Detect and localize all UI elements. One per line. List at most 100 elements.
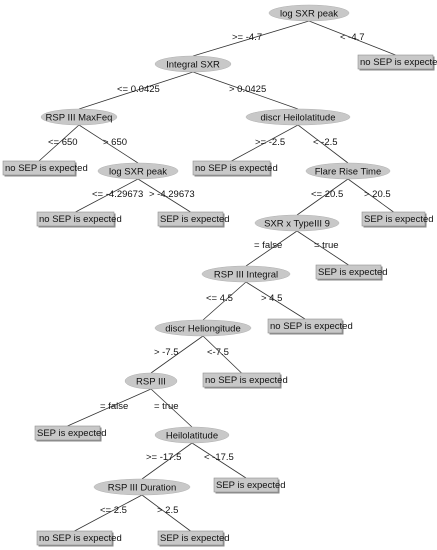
edge-label-n10-L10: = false [100, 401, 128, 412]
leaf-box [192, 160, 271, 176]
edge-label-n4-L3: >= -2.5 [255, 137, 285, 148]
leaf-label: SEP is expected [37, 428, 107, 439]
edge-label-n2-n3: <= 0.0425 [117, 84, 160, 95]
tree-edge-n7-L7 [296, 230, 349, 266]
tree-edge-n8-L8 [245, 281, 306, 320]
leaf-node-L6: SEP is expected [361, 211, 434, 228]
node-label: RSP III MaxFeq [46, 113, 113, 124]
decision-node-n2: Integral SXR [154, 55, 232, 73]
decision-node-n4: discr Heilolatitude [245, 108, 351, 126]
tree-edge-n2-n3 [78, 71, 194, 110]
tree-edge-n9-n10 [150, 335, 204, 374]
tree-edge-n2-n4 [192, 71, 299, 110]
edge-label-n3-n5: > 650 [103, 137, 127, 148]
tree-edge-n10-L10 [67, 388, 152, 427]
edge-label-n2-n4: > 0.0425 [229, 84, 266, 95]
tree-edge-n1-L1 [308, 20, 396, 56]
leaf-box [36, 211, 115, 227]
leaf-box [34, 425, 101, 441]
node-ellipse [124, 372, 178, 390]
edge-label-n9-L9: <-7.5 [207, 347, 229, 358]
node-label: RSP III Integral [214, 270, 278, 281]
tree-edge-n5-L4 [75, 178, 139, 213]
node-label: SXR x TypeIII 9 [264, 219, 330, 230]
node-ellipse [93, 478, 191, 496]
leaf-label: SEP is expected [160, 214, 230, 225]
tree-edge-n4-n6 [297, 124, 349, 164]
leaf-label: no SEP is expected [195, 163, 278, 174]
leaf-node-L13: SEP is expected [157, 530, 230, 547]
leaf-node-L10: SEP is expected [34, 425, 107, 442]
node-label: log SXR peak [280, 9, 338, 20]
tree-edge-n6-n7 [296, 178, 349, 216]
edge-label-n4-n6: < -2.5 [313, 137, 338, 148]
edge-label-n12-L13: > 2.5 [157, 505, 178, 516]
leaf-label: SEP is expected [216, 480, 286, 491]
tree-edge-n11-L11 [191, 442, 247, 479]
leaf-node-L4: no SEP is expected [36, 211, 122, 228]
node-label: RSP III [136, 377, 166, 388]
edge-label-n6-n7: <= 20.5 [311, 189, 343, 200]
leaf-box [357, 54, 434, 70]
edge-label-n8-n9: <= 4.5 [206, 293, 233, 304]
tree-edge-n10-n11 [150, 388, 193, 428]
leaf-box [267, 318, 343, 334]
tree-edge-n7-n8 [245, 230, 298, 267]
leaf-box [315, 264, 382, 280]
tree-edge-n12-L13 [141, 494, 191, 532]
leaf-label: no SEP is expected [205, 375, 288, 386]
edge-label-n1-L1: < -4.7 [340, 32, 365, 43]
node-ellipse [245, 108, 351, 126]
node-ellipse [154, 426, 230, 444]
edge-label-n7-n8: = false [254, 240, 282, 251]
leaf-node-L1: no SEP is expected [357, 54, 437, 71]
tree-edge-n11-n12 [141, 442, 193, 480]
leaf-label: no SEP is expected [360, 57, 437, 68]
leaf-box [2, 160, 76, 176]
decision-node-n1: log SXR peak [268, 4, 350, 22]
tree-edge-n5-L5 [137, 178, 191, 213]
decision-node-n6: Flare Rise Time [305, 162, 391, 180]
edge-label-n1-n2: >= -4.7 [232, 32, 262, 43]
decision-node-n11: Heilolatitude [154, 426, 230, 444]
edge-label-n6-L6: > 20.5 [364, 189, 391, 200]
node-ellipse [97, 162, 179, 180]
decision-node-n7: SXR x TypeIII 9 [254, 214, 340, 232]
decision-node-n10: RSP III [124, 372, 178, 390]
leaf-label: SEP is expected [318, 267, 388, 278]
node-ellipse [154, 319, 252, 337]
leaf-node-L8: no SEP is expected [267, 318, 353, 335]
edges-layer [38, 20, 396, 532]
leaf-label: SEP is expected [364, 214, 434, 225]
tree-edge-n6-L6 [347, 178, 394, 213]
decision-node-n8: RSP III Integral [201, 265, 291, 283]
tree-edge-n1-n2 [192, 20, 310, 57]
leaf-label: no SEP is expected [39, 214, 122, 225]
decision-node-n12: RSP III Duration [93, 478, 191, 496]
tree-edge-n12-L12 [74, 494, 143, 532]
node-label: log SXR peak [109, 167, 167, 178]
tree-edge-n4-L3 [231, 124, 299, 162]
node-label: Flare Rise Time [315, 167, 382, 178]
leaf-node-L9: no SEP is expected [202, 372, 288, 389]
leaf-label: no SEP is expected [270, 321, 353, 332]
node-label: discr Heilolatitude [261, 113, 336, 124]
decision-node-n5: log SXR peak [97, 162, 179, 180]
leaves-layer: no SEP is expected no SEP is expected no S… [2, 54, 437, 547]
leaf-label: no SEP is expected [5, 163, 88, 174]
edge-label-n5-L4: <= -4.29673 [92, 189, 143, 200]
tree-edge-n3-n5 [78, 124, 139, 164]
leaf-box [202, 372, 281, 388]
decision-node-n9: discr Heliongitude [154, 319, 252, 337]
leaf-label: SEP is expected [160, 533, 230, 544]
decision-node-n3: RSP III MaxFeq [40, 108, 118, 126]
node-ellipse [154, 55, 232, 73]
node-ellipse [268, 4, 350, 22]
leaf-node-L11: SEP is expected [213, 477, 286, 494]
leaf-label: no SEP is expected [39, 533, 122, 544]
edge-label-n8-L8: > 4.5 [261, 293, 282, 304]
leaf-node-L7: SEP is expected [315, 264, 388, 281]
node-ellipse [305, 162, 391, 180]
edge-label-n9-n10: > -7.5 [154, 347, 179, 358]
